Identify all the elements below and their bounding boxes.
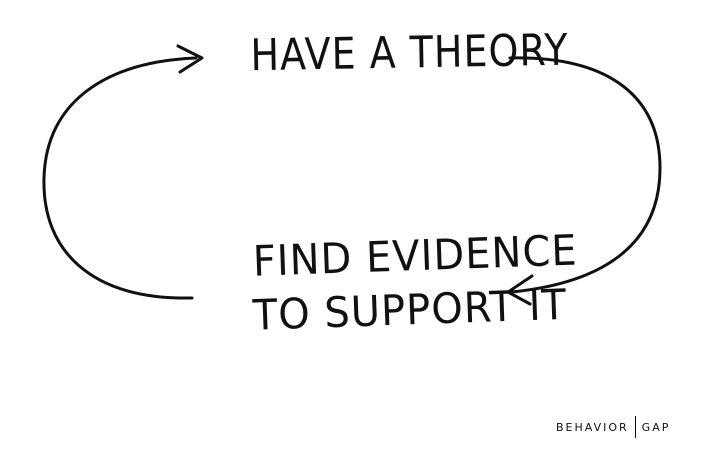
brand-divider — [634, 416, 636, 438]
top-label: Have a Theory — [250, 24, 570, 81]
brand-left-text: Behavior — [556, 420, 629, 434]
brand-logo: Behavior Gap — [556, 416, 670, 438]
left-cycle-arrow — [42, 56, 198, 300]
right-cycle-arrow — [508, 56, 662, 294]
brand-right-text: Gap — [641, 420, 671, 434]
left-arrowhead-icon — [176, 44, 204, 74]
right-arrowhead-icon — [506, 274, 534, 306]
